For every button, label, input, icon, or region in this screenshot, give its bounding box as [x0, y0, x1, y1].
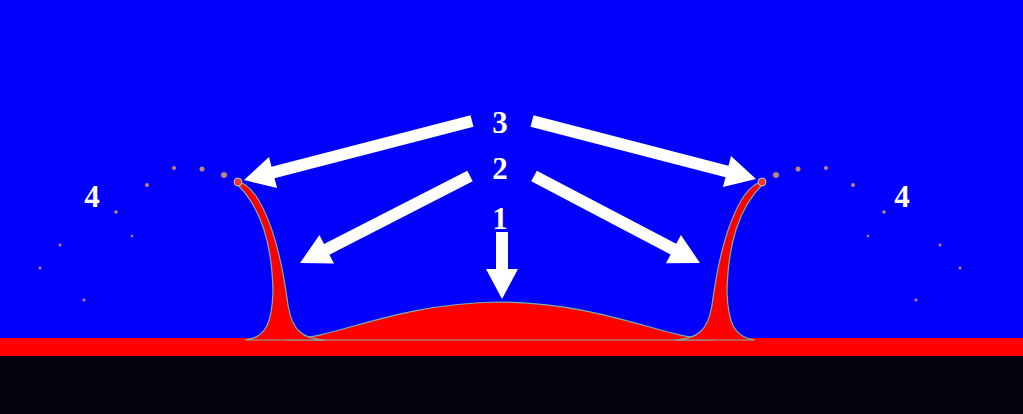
leader-arrow: [244, 115, 474, 188]
droplet: [172, 166, 176, 170]
droplet: [200, 167, 205, 172]
droplet: [39, 267, 42, 270]
callout-number: 2: [492, 153, 508, 184]
leader-arrows: [244, 115, 756, 299]
droplet: [824, 166, 828, 170]
callout-number: 1: [492, 203, 508, 234]
droplet: [867, 235, 870, 238]
droplet: [882, 210, 886, 214]
droplet: [915, 299, 918, 302]
droplet: [851, 183, 855, 187]
liquid-film: [0, 338, 1023, 358]
solid-wall: [0, 356, 1023, 414]
droplet: [145, 183, 149, 187]
callout-number: 4: [84, 181, 100, 212]
droplet: [959, 267, 962, 270]
droplet: [796, 167, 801, 172]
leader-arrow: [531, 115, 757, 187]
leader-arrow: [300, 171, 473, 264]
droplet: [114, 210, 118, 214]
rim-droplet: [758, 178, 766, 186]
droplet: [773, 172, 779, 178]
callout-number: 3: [492, 107, 508, 138]
rim-droplet: [234, 178, 242, 186]
droplet: [221, 172, 227, 178]
leader-arrow: [486, 232, 518, 299]
droplet: [59, 244, 62, 247]
droplet: [83, 299, 86, 302]
droplet: [939, 244, 942, 247]
ejected-droplets: [39, 166, 962, 302]
leader-arrow: [531, 171, 700, 264]
callout-number: 4: [894, 181, 910, 212]
droplet: [131, 235, 134, 238]
central-bump: [285, 302, 715, 340]
